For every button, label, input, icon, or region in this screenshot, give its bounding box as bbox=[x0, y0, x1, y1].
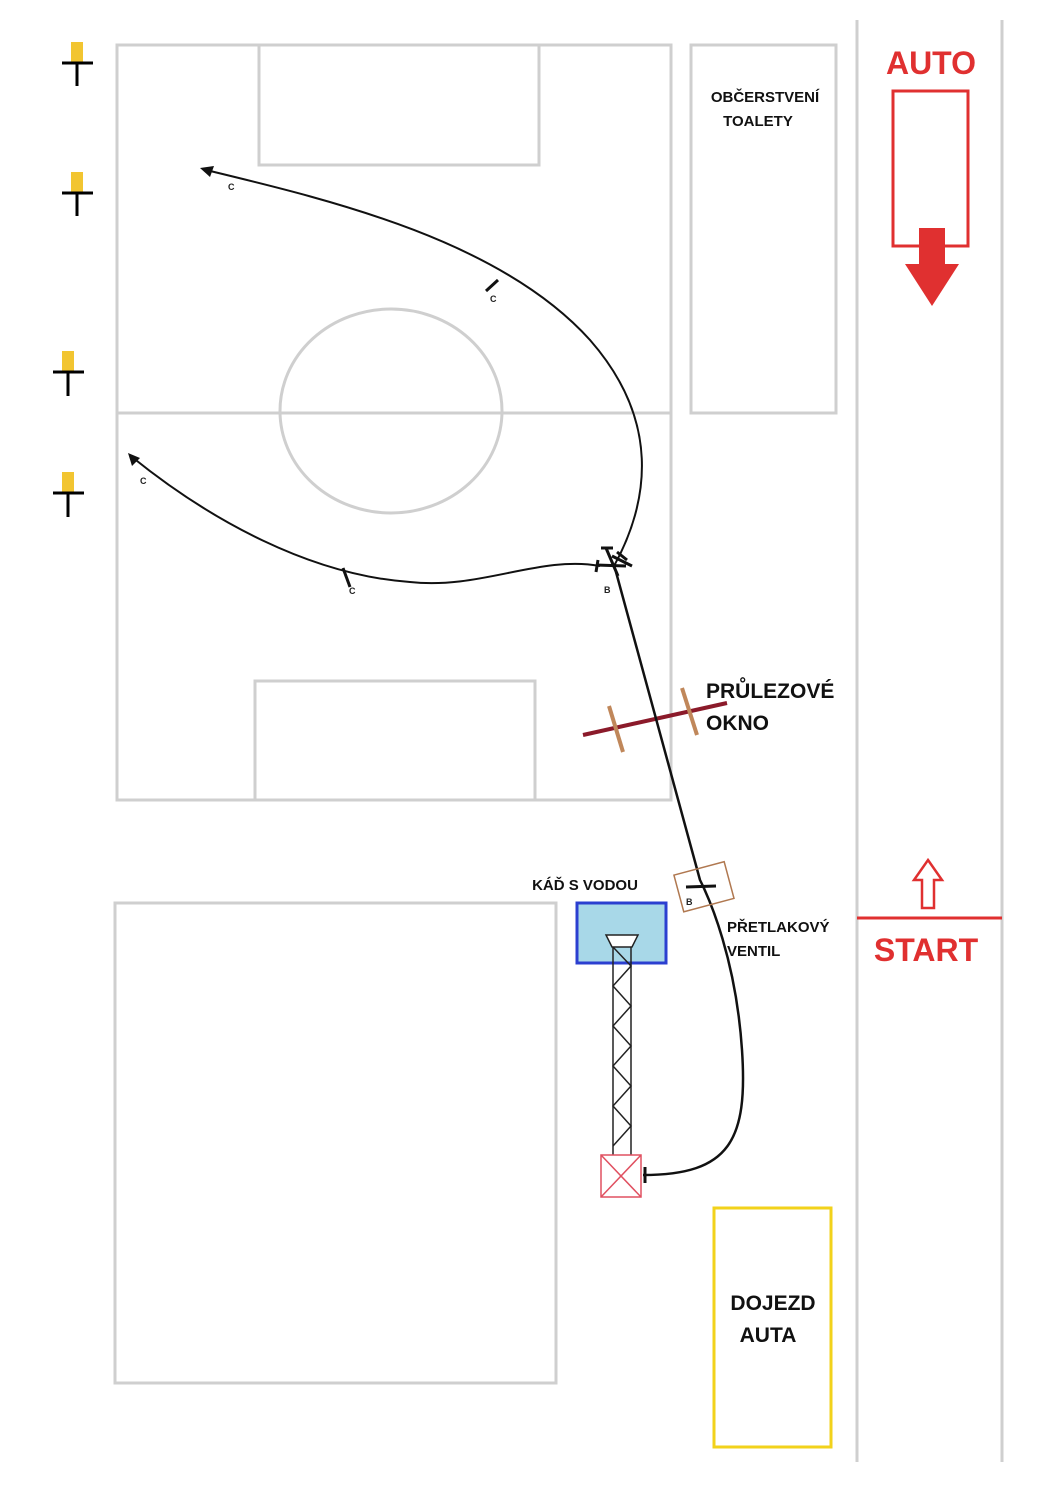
hose-c-left bbox=[131, 456, 601, 585]
pump-icon bbox=[600, 1154, 642, 1198]
targets bbox=[53, 42, 93, 517]
window-label-2: OKNO bbox=[706, 712, 769, 735]
car-icon bbox=[891, 89, 970, 306]
hose-c-right bbox=[205, 169, 643, 567]
suction-hose-icon bbox=[604, 934, 640, 1155]
water-tank bbox=[575, 901, 668, 965]
valve-label-1: PŘETLAKOVÝ bbox=[727, 918, 830, 936]
couplings bbox=[341, 278, 717, 1183]
target-icon bbox=[53, 351, 84, 396]
car-return-area bbox=[712, 1206, 833, 1449]
hose-c-label: C bbox=[228, 182, 235, 192]
car-label: AUTO bbox=[886, 45, 976, 81]
valve-label-2: VENTIL bbox=[727, 943, 780, 960]
pressure-valve-icon bbox=[673, 860, 735, 913]
toilets-label: TOALETY bbox=[723, 113, 793, 130]
football-field bbox=[115, 43, 673, 802]
start-label: START bbox=[874, 932, 979, 968]
window-label-1: PRŮLEZOVÉ bbox=[706, 677, 834, 703]
tank-label: KÁĎ S VODOU bbox=[532, 876, 638, 894]
car-return-label-2: AUTA bbox=[740, 1324, 797, 1347]
refreshment-label: OBČERSTVENÍ bbox=[711, 88, 820, 106]
car-return-label-1: DOJEZD bbox=[730, 1292, 815, 1315]
nozzle-icon bbox=[200, 166, 214, 177]
valve-b-label: B bbox=[686, 897, 693, 907]
target-icon bbox=[62, 172, 93, 216]
refreshment-building bbox=[689, 43, 838, 415]
bottom-penalty-box bbox=[253, 679, 537, 802]
hose-c-label: C bbox=[490, 294, 497, 304]
target-icon bbox=[62, 42, 93, 86]
lower-area bbox=[113, 901, 558, 1385]
splitter-label: B bbox=[604, 585, 611, 595]
target-icon bbox=[53, 472, 84, 517]
start-arrow-icon bbox=[911, 857, 945, 910]
top-penalty-box bbox=[257, 43, 541, 167]
hose-c-label: C bbox=[349, 586, 356, 596]
hose-c-label: C bbox=[140, 476, 147, 486]
hose-lines bbox=[131, 169, 745, 1177]
nozzle-icon bbox=[128, 453, 140, 466]
